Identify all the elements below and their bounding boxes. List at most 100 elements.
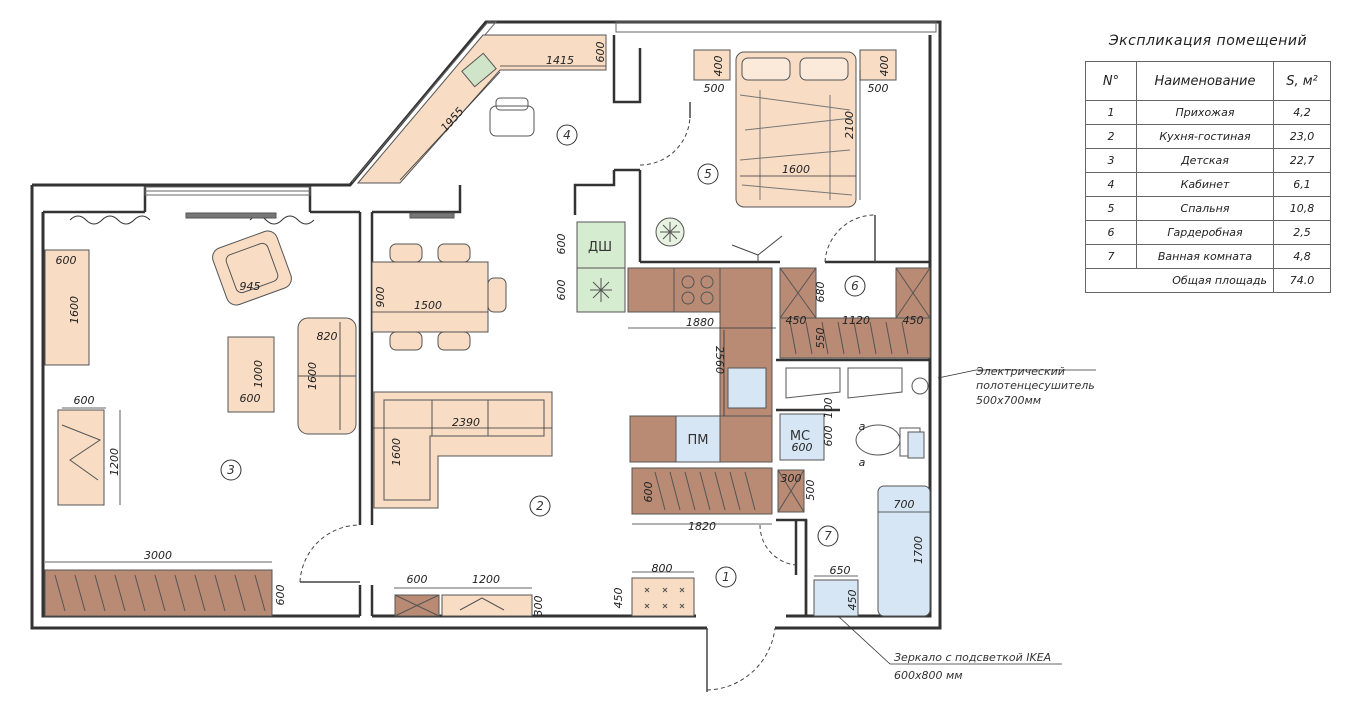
dim-2390: 2390	[452, 416, 480, 429]
room-4-number: 4	[563, 128, 571, 142]
mirror-note-line2: 600х800 мм	[894, 669, 963, 682]
legend-cell-name: Ванная комната	[1136, 244, 1274, 269]
legend-cell-area: 22,7	[1273, 148, 1331, 173]
dim-600-closet: 600	[274, 585, 287, 606]
kids-room	[44, 212, 455, 617]
bed	[693, 49, 897, 262]
door-leaves	[300, 102, 876, 692]
dim-2560: 2560	[713, 346, 726, 374]
legend-total-value: 74.0	[1273, 268, 1331, 293]
dim-400-left: 400	[712, 56, 725, 77]
legend-cell-name: Детская	[1136, 148, 1274, 173]
heater-note-line1: Электрический	[975, 365, 1065, 378]
appliance-labels: ДШ ПМ МС	[588, 240, 810, 448]
dim-1880: 1880	[686, 316, 714, 329]
dim-600-shower: 600	[555, 234, 568, 255]
room-legend: Экспликация помещений N° Наименование S,…	[1085, 33, 1331, 293]
dim-500-right: 500	[868, 82, 889, 95]
legend-cell-area: 23,0	[1273, 124, 1331, 149]
plant-icon	[655, 217, 685, 247]
legend-cell-area: 2,5	[1273, 220, 1331, 245]
heater-note-line2: полотенцесушитель	[976, 379, 1095, 392]
dim-1200: 1200	[108, 448, 121, 476]
mirror-note-line1: Зеркало с подсветкой IKEA	[894, 651, 1051, 664]
dim-600-kids: 600	[56, 254, 77, 267]
office-desk	[356, 34, 607, 184]
dim-1200-tv: 1200	[472, 573, 500, 586]
dishwasher-label: ПМ	[688, 433, 709, 448]
dim-600-tv: 600	[407, 573, 428, 586]
legend-header-name: Наименование	[1136, 61, 1274, 101]
dim-1415: 1415	[546, 54, 574, 67]
dim-450-left: 450	[786, 314, 807, 327]
corner-sofa	[373, 391, 553, 509]
dim-600-wet: 600	[555, 280, 568, 301]
inner-walls	[43, 35, 930, 616]
kitchen	[576, 221, 805, 515]
dim-600-toilet: 600	[822, 426, 835, 447]
dim-3000: 3000	[144, 549, 172, 562]
dim-600-desk: 600	[594, 42, 607, 63]
room-7-number: 7	[824, 529, 832, 543]
room-3-number: 3	[227, 463, 235, 477]
dim-1600-couch: 1600	[306, 362, 319, 390]
dim-400-right: 400	[878, 56, 891, 77]
dim-300-box: 300	[781, 472, 802, 485]
dim-800: 800	[652, 562, 673, 575]
dim-500-left: 500	[704, 82, 725, 95]
dim-600-washer: 600	[792, 441, 813, 454]
dim-550: 550	[814, 328, 827, 349]
dim-500-box: 500	[804, 480, 817, 501]
dim-300-tv: 300	[532, 596, 545, 617]
heater-note-line3: 500х700мм	[976, 394, 1041, 407]
dim-450-sink: 450	[846, 590, 859, 611]
room-6-number: 6	[851, 279, 859, 293]
dim-100: 100	[822, 398, 835, 419]
dim-650: 650	[830, 564, 851, 577]
legend-cell-name: Гардеробная	[1136, 220, 1274, 245]
dim-1820: 1820	[688, 520, 716, 533]
room-5-number: 5	[704, 167, 712, 181]
legend-cell-num: 4	[1085, 172, 1137, 197]
washer-label: МС	[790, 429, 810, 444]
dim-1700: 1700	[912, 536, 925, 564]
dim-680: 680	[814, 282, 827, 303]
dim-900: 900	[374, 287, 387, 308]
notes: Электрический полотенцесушитель 500х700м…	[894, 365, 1095, 682]
legend-cell-area: 6,1	[1273, 172, 1331, 197]
wardrobe-room	[779, 267, 931, 359]
dim-600-cabinet: 600	[642, 482, 655, 503]
legend-cell-num: 1	[1085, 100, 1137, 125]
rug	[631, 577, 695, 617]
legend-cell-name: Кухня-гостиная	[1136, 124, 1274, 149]
dim-1600-sofa: 1600	[390, 438, 403, 466]
legend-cell-num: 2	[1085, 124, 1137, 149]
dim-1120: 1120	[842, 314, 870, 327]
doors	[299, 114, 876, 691]
dim-a-lower: a	[859, 456, 866, 469]
legend-header-row: N° Наименование S, м²	[1085, 61, 1331, 101]
legend-cell-area: 4,8	[1273, 244, 1331, 269]
dim-600-table: 600	[240, 392, 261, 405]
dim-700: 700	[894, 498, 915, 511]
shower-label: ДШ	[588, 240, 612, 255]
room-2-number: 2	[536, 499, 544, 513]
dim-1500: 1500	[414, 299, 442, 312]
dim-2100: 2100	[843, 111, 856, 139]
dim-a-upper: a	[859, 420, 866, 433]
dim-945: 945	[240, 280, 261, 293]
legend-total-row: Общая площадь 74.0	[1085, 268, 1331, 293]
dim-600-bed2: 600	[74, 394, 95, 407]
legend-header-num: N°	[1085, 61, 1137, 101]
dim-1600-bed: 1600	[782, 163, 810, 176]
legend-total-label: Общая площадь	[1085, 268, 1274, 293]
